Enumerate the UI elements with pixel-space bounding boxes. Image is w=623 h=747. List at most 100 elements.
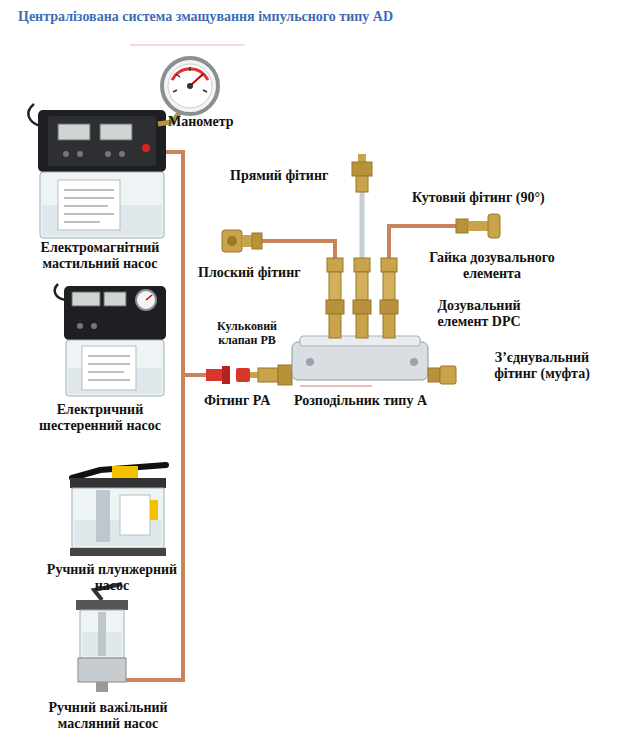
electric-gear-pump (146, 295, 152, 300)
electromagnetic-pump (40, 172, 164, 238)
electromagnetic-pump (48, 116, 156, 166)
straight-fitting (352, 162, 372, 176)
distributor-block (410, 358, 418, 366)
electromagnetic-pump (28, 104, 166, 238)
pressure-gauge (162, 58, 218, 114)
part-label: Гайка дозувального елемента (412, 250, 572, 282)
ball-valve-and-fitting (236, 368, 250, 382)
electric-gear-pump (55, 284, 166, 396)
dosing-elements (383, 272, 395, 300)
electric-gear-pump (82, 346, 136, 390)
hand-lever-pump (76, 584, 128, 692)
ball-valve-and-fitting (258, 368, 278, 382)
hand-plunger-pump (70, 465, 166, 556)
hand-plunger-pump (70, 478, 166, 488)
electromagnetic-pump (77, 151, 83, 157)
dosing-elements (380, 300, 398, 314)
distributor-block (292, 336, 428, 386)
dosing-elements (354, 258, 370, 272)
hand-lever-pump (76, 600, 128, 610)
part-label: Електричний шестеренний насос (25, 402, 175, 434)
angle-fitting (456, 219, 468, 233)
electric-gear-pump (66, 340, 164, 396)
angle-fitting (456, 214, 500, 238)
flat-fitting (222, 230, 262, 252)
hand-lever-pump (98, 612, 106, 656)
distributor-block (292, 342, 428, 380)
electric-gear-pump (88, 356, 130, 380)
straight-fitting (356, 176, 368, 192)
part-label: Ручний важільний масляний насос (33, 700, 183, 732)
electromagnetic-pump (119, 151, 125, 157)
electromagnetic-pump (58, 124, 90, 140)
distributor-block (306, 358, 314, 366)
dosing-elements (326, 258, 398, 338)
electromagnetic-pump (105, 151, 111, 157)
flat-fitting (222, 230, 242, 252)
electric-gear-pump (77, 323, 83, 329)
part-label: Кульковий клапан PB (204, 320, 290, 348)
ball-valve-and-fitting (206, 369, 222, 381)
angle-fitting (468, 221, 490, 231)
angle-fitting (488, 214, 500, 238)
dosing-elements (326, 300, 344, 314)
ball-valve-and-fitting (206, 365, 292, 385)
part-label: З’єднувальний фітинг (муфта) (472, 350, 612, 382)
flat-fitting (242, 235, 252, 247)
electromagnetic-pump (100, 124, 132, 140)
part-label: Фітинг PA (204, 393, 288, 409)
title-rule (130, 44, 245, 46)
hand-plunger-pump (72, 488, 164, 548)
hand-plunger-pump (112, 466, 138, 480)
part-label: Розподільник типу A (294, 393, 459, 409)
ball-valve-and-fitting (250, 372, 258, 378)
dosing-elements (383, 314, 395, 338)
hand-plunger-pump (96, 490, 110, 542)
part-label: Прямий фітинг (230, 168, 348, 184)
coupling-fitting (428, 366, 456, 384)
feed-tubes (360, 192, 365, 258)
ball-valve-and-fitting (278, 365, 292, 385)
electromagnetic-pump (63, 151, 69, 157)
electromagnetic-pump (38, 110, 166, 172)
dosing-elements (327, 258, 343, 272)
electromagnetic-pump (58, 180, 120, 230)
dosing-elements (356, 314, 368, 338)
feed-tubes (262, 241, 335, 258)
part-label: Дозувальний елемент DPC (414, 298, 544, 330)
electric-gear-pump (136, 290, 156, 310)
part-label: Плоский фітинг (198, 265, 323, 281)
electric-gear-pump (64, 286, 166, 340)
coupling-fitting (440, 366, 456, 384)
dosing-elements (329, 314, 341, 338)
hand-plunger-pump (150, 500, 158, 520)
diagram-title: Централізована система змащування імпуль… (18, 9, 393, 25)
hand-plunger-pump (120, 495, 150, 535)
part-label: Електромагнітний мастильний насос (25, 240, 175, 272)
dosing-elements (356, 272, 368, 300)
ball-valve-and-fitting (222, 366, 230, 384)
hand-plunger-pump (70, 548, 166, 556)
straight-fitting (358, 154, 366, 162)
straight-fitting (352, 154, 372, 192)
coupling-fitting (428, 368, 440, 382)
pressure-gauge (173, 67, 207, 92)
electric-gear-pump (72, 292, 100, 306)
electromagnetic-pump (142, 144, 150, 152)
pressure-gauge (187, 83, 193, 89)
hand-lever-pump (80, 610, 124, 658)
electromagnetic-pump (64, 190, 114, 222)
dosing-elements (381, 258, 397, 272)
part-label: Манометр (168, 114, 258, 130)
main-pipe (183, 373, 206, 377)
title-rule (130, 45, 245, 46)
distributor-block (300, 385, 372, 387)
part-label: Ручний плунжерний насос (42, 562, 182, 594)
flat-fitting (252, 233, 262, 249)
hand-lever-pump (96, 682, 108, 692)
dosing-elements (329, 272, 341, 300)
dosing-elements (353, 300, 371, 314)
part-label: Кутовий фітинг (90°) (412, 190, 582, 206)
pressure-gauge (168, 64, 212, 108)
electric-gear-pump (91, 323, 97, 329)
